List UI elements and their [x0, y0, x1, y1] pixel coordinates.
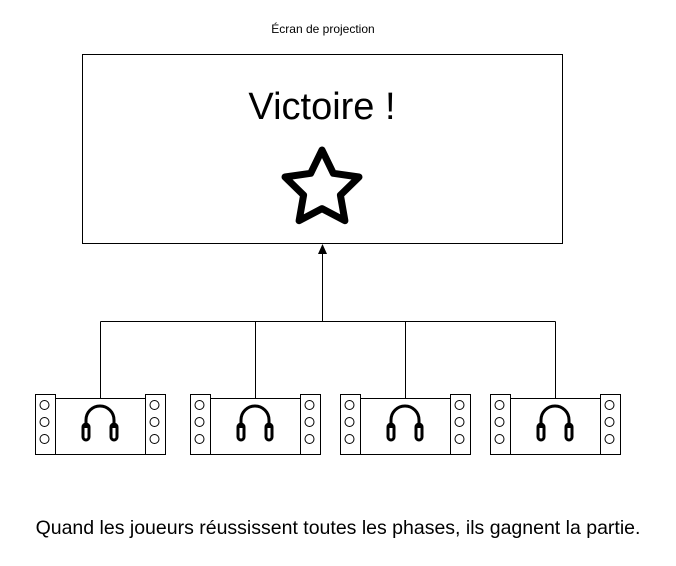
arrow-head: [318, 244, 327, 254]
star-icon: [281, 146, 363, 225]
button-dot: [604, 417, 615, 427]
button-dot: [344, 417, 355, 427]
controller-device: [35, 394, 166, 455]
button-dot: [149, 400, 160, 410]
headphones-icon: [81, 404, 119, 442]
button-dot: [304, 417, 315, 427]
button-dot: [454, 400, 465, 410]
controller-device: [340, 394, 471, 455]
controller-body: [510, 398, 601, 455]
button-dot: [494, 434, 505, 444]
button-dot: [194, 434, 205, 444]
button-dot: [194, 417, 205, 427]
button-dot: [494, 417, 505, 427]
victory-title: Victoire !: [248, 86, 396, 128]
button-dot: [39, 400, 50, 410]
headphones-icon: [536, 404, 574, 442]
button-dot: [344, 434, 355, 444]
headphones-icon: [386, 404, 424, 442]
button-dot: [344, 400, 355, 410]
button-dot: [149, 434, 160, 444]
button-dot: [454, 417, 465, 427]
controller-body: [55, 398, 146, 455]
button-dot: [39, 434, 50, 444]
button-dot: [304, 400, 315, 410]
button-dot: [604, 400, 615, 410]
controller-body: [360, 398, 451, 455]
button-dot: [39, 417, 50, 427]
connector-lines: [100, 254, 556, 398]
caption-text: Quand les joueurs réussissent toutes les…: [35, 517, 641, 539]
controller-device: [190, 394, 321, 455]
button-dot: [494, 400, 505, 410]
button-dot: [454, 434, 465, 444]
headphones-icon: [236, 404, 274, 442]
button-dot: [194, 400, 205, 410]
button-dot: [304, 434, 315, 444]
controllers-group: [35, 394, 621, 455]
button-dot: [604, 434, 615, 444]
screen-label: Écran de projection: [271, 22, 375, 36]
button-dot: [149, 417, 160, 427]
controller-device: [490, 394, 621, 455]
